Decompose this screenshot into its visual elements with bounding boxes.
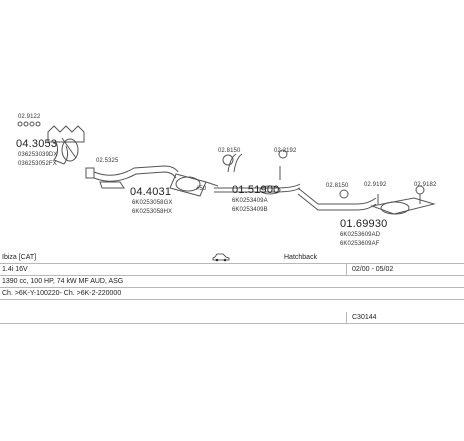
table-row: C30144 <box>0 312 464 324</box>
exhaust-diagram: 02.9122 04.3053 036253039DX 036253052FX … <box>16 114 437 247</box>
table-row: 1390 cc, 100 HP, 74 kW MF AUD, ASG <box>0 276 464 288</box>
oem-number: 036253039DX <box>18 152 58 158</box>
divider <box>346 264 347 275</box>
exhaust-drawing <box>17 121 436 215</box>
table-row: 1.4i 16V 02/00 - 05/02 <box>0 264 464 276</box>
part-number: 01.69930 <box>340 218 388 230</box>
part-number: 01.51900 <box>232 184 280 196</box>
clamp-icon <box>17 121 41 127</box>
table-row <box>0 300 464 311</box>
production-period: 02/00 - 05/02 <box>352 266 394 273</box>
manifold-catalyst-icon <box>47 125 85 165</box>
part-number: 04.4031 <box>130 186 172 198</box>
rear-muffler-icon <box>297 185 436 215</box>
oem-number: 6K0253609AF <box>340 241 380 247</box>
engine: 1.4i 16V <box>2 266 28 273</box>
table-row: Ch. >6K-Y-100220- Ch. >6K-2-220000 <box>0 288 464 300</box>
divider <box>346 312 347 323</box>
center-pipe-icon <box>214 149 301 195</box>
table-row: Ibiza [CAT] Hatchback <box>0 252 464 264</box>
oem-number: 036253052FX <box>18 161 57 167</box>
clamp-code: 02.9192 <box>364 182 387 188</box>
car-icon <box>212 253 230 266</box>
catalog-code: C30144 <box>352 314 377 321</box>
front-pipe-icon <box>85 165 179 189</box>
engine-spec: 1390 cc, 100 HP, 74 kW MF AUD, ASG <box>2 278 124 285</box>
oem-number: 6K0253058GX <box>132 200 173 206</box>
clamp-code: 02.9122 <box>18 114 41 120</box>
clamp-code: 02.8150 <box>326 183 349 189</box>
model-name: Ibiza [CAT] <box>2 254 37 261</box>
catalytic-converter-icon <box>169 173 219 197</box>
oem-number: 6K0253409A <box>232 198 268 204</box>
part-number: 04.3053 <box>16 138 58 150</box>
gasket-code: 02.5325 <box>96 158 119 164</box>
clamp-code: 02.9182 <box>414 182 437 188</box>
clamp-code: 02.8150 <box>218 148 241 154</box>
oem-number: 6K0253058HX <box>132 209 173 215</box>
oem-number: 6K0253409B <box>232 207 268 213</box>
body-type: Hatchback <box>284 254 318 261</box>
chassis-range: Ch. >6K-Y-100220- Ch. >6K-2-220000 <box>2 290 122 297</box>
oem-number: 6K0253609AD <box>340 232 381 238</box>
pipe-code: #50 <box>196 186 207 192</box>
vehicle-info-table: Ibiza [CAT] Hatchback 1.4i 16V 02/00 - 0… <box>0 252 464 332</box>
clamp-code: 02.2192 <box>274 148 297 154</box>
